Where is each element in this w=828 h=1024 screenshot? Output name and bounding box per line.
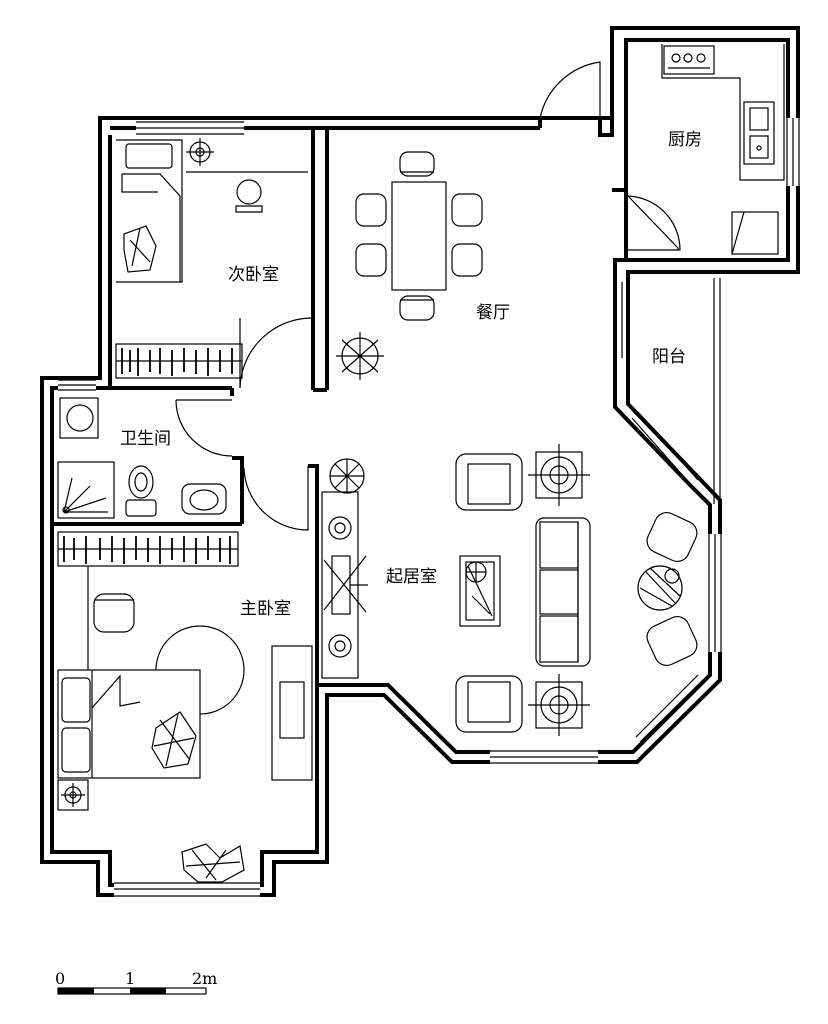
scale-bar: 0 1 2m [55, 969, 217, 995]
room-label-living-room: 起居室 [386, 567, 437, 587]
living-room-furniture [321, 444, 698, 736]
scale-tick-2: 2m [192, 969, 217, 988]
master-bedroom-furniture [57, 531, 313, 883]
scale-tick-1: 1 [125, 969, 135, 988]
room-labels: 厨房 次卧室 餐厅 阳台 卫生间 起居室 主卧室 [120, 130, 702, 619]
bathroom-fixtures [57, 397, 227, 519]
kitchen-furniture [661, 44, 785, 255]
room-label-dining: 餐厅 [476, 303, 510, 323]
room-label-master-bedroom: 主卧室 [240, 599, 291, 619]
dining-furniture [336, 151, 483, 380]
room-label-balcony: 阳台 [652, 347, 686, 367]
scale-tick-0: 0 [55, 969, 65, 988]
doors [175, 61, 681, 531]
second-bedroom-furniture [115, 138, 308, 379]
room-label-kitchen: 厨房 [668, 130, 702, 150]
windows [58, 118, 800, 897]
room-label-second-bedroom: 次卧室 [228, 265, 279, 285]
room-label-bathroom: 卫生间 [120, 429, 171, 449]
